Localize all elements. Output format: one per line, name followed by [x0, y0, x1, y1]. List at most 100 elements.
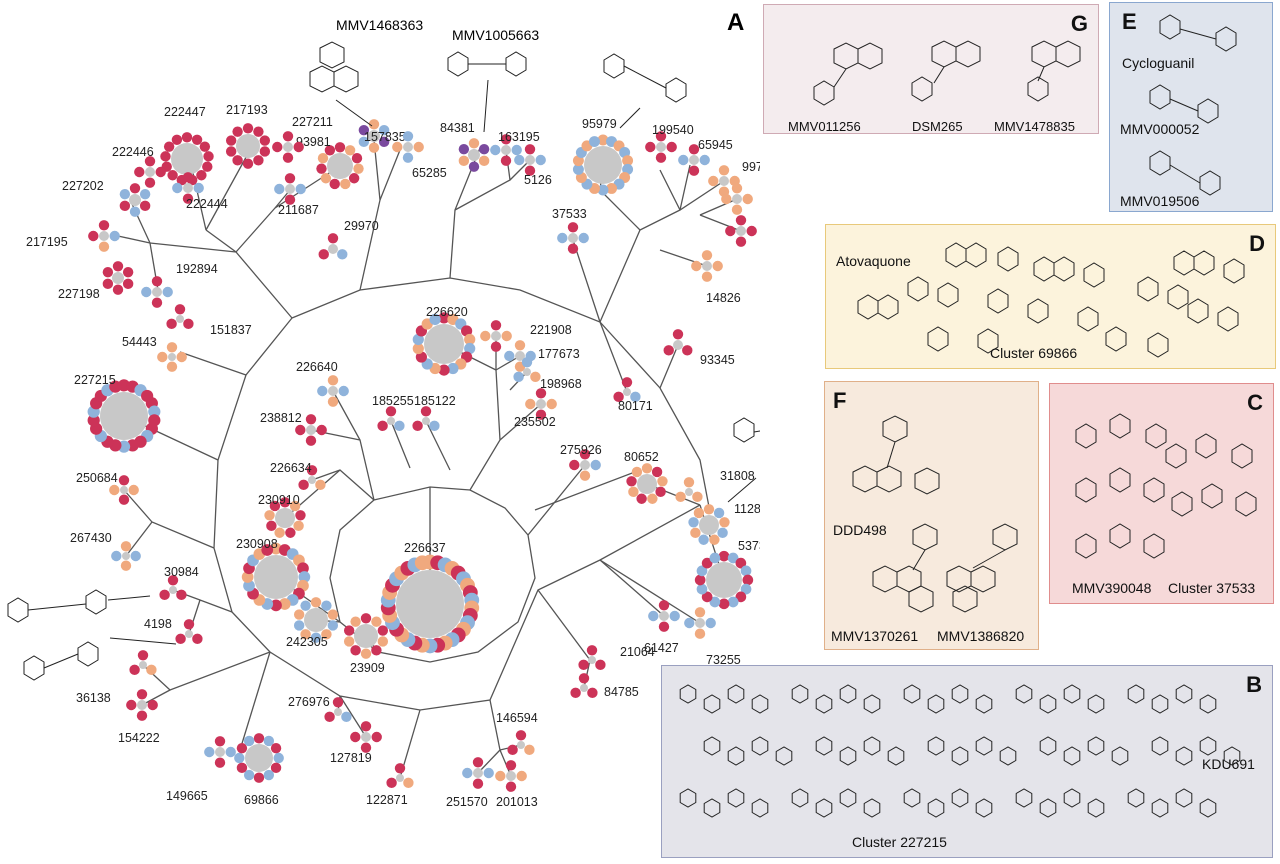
compound-dot	[360, 613, 372, 624]
ring-sketch	[1087, 694, 1105, 714]
cluster-node: 163195	[490, 130, 540, 166]
ring-sketch	[1087, 736, 1105, 756]
ring-sketch	[975, 736, 993, 756]
compound-dot	[386, 777, 397, 789]
compound-dot	[181, 132, 193, 143]
ring-sketch	[1151, 694, 1169, 714]
compound-dot	[159, 589, 170, 601]
ring-sketch	[791, 684, 809, 704]
compound-dot	[261, 544, 274, 556]
compound-dot	[572, 163, 584, 175]
cluster-hub	[99, 231, 109, 241]
cluster-id-label: 226634	[270, 461, 312, 475]
tree-branch	[659, 169, 681, 211]
compound-dot	[412, 333, 424, 346]
compound-dot	[348, 173, 360, 184]
compound-dot	[675, 491, 686, 503]
compound-dot	[167, 575, 179, 586]
compound-dot	[626, 476, 637, 487]
panel-letter-g: G	[1070, 11, 1088, 36]
compound-dot	[129, 664, 140, 676]
cluster-id-label: 230908	[236, 537, 278, 551]
compound-dot	[701, 271, 713, 282]
cluster-node: 230910	[258, 493, 306, 538]
ring-sketch	[903, 788, 921, 808]
compound-dot	[120, 541, 132, 552]
cluster-node: 54443	[122, 335, 187, 372]
cluster-id-label: 21064	[620, 645, 655, 659]
compound-dot	[719, 517, 730, 528]
compound-dot	[579, 470, 591, 481]
compound-dot	[377, 636, 389, 647]
cluster-hub	[501, 145, 511, 155]
compound-dot	[478, 143, 490, 155]
cluster-id-label: 230910	[258, 493, 300, 507]
compound-dot	[567, 222, 579, 233]
panel-g: G MMV011256 DSM265 MMV1478835	[763, 4, 1099, 134]
compound-dot	[669, 610, 680, 622]
cluster-hub	[183, 183, 193, 193]
ring-sketch	[751, 694, 769, 714]
molecule-sketch-112845	[727, 417, 760, 503]
cluster-id-label: 192894	[176, 262, 218, 276]
compound-dot	[350, 731, 361, 743]
compound-dot	[174, 304, 186, 315]
compound-dot	[324, 145, 336, 156]
compound-dot	[144, 177, 156, 188]
cluster-id-label: 251570	[446, 795, 488, 809]
compound-dot	[204, 746, 215, 758]
cluster-hub	[308, 476, 316, 484]
compound-dot	[329, 178, 340, 190]
compound-dot	[321, 600, 332, 611]
compound-label: DSM265	[912, 119, 963, 134]
compound-dot	[648, 610, 659, 622]
cluster-node: 217195	[26, 220, 120, 252]
compound-dot	[392, 141, 403, 153]
molecule-sketch-36138	[23, 637, 177, 681]
cluster-id-label: 163195	[498, 130, 540, 144]
compound-dot	[341, 711, 352, 723]
compound-dot	[578, 232, 589, 244]
cluster-hub	[517, 741, 525, 749]
compound-dot	[458, 143, 470, 155]
cluster-id-label: 151837	[210, 323, 252, 337]
ring-sketch	[1039, 798, 1057, 818]
compound-dot	[166, 342, 178, 353]
cluster-node: 21064	[578, 645, 655, 671]
cluster-hub	[732, 194, 742, 204]
compound-dot	[316, 163, 327, 174]
cluster-hub	[283, 142, 293, 152]
tree-branch	[390, 420, 411, 469]
cluster-id-label: 84785	[604, 685, 639, 699]
compound-dot	[468, 138, 480, 149]
cluster-node: 154222	[118, 689, 160, 745]
compound-dot	[270, 599, 282, 612]
compound-dot	[641, 463, 653, 474]
compound-dot	[118, 494, 130, 505]
ring-sketch	[1111, 746, 1129, 766]
cluster-hub	[473, 768, 483, 778]
cluster-node: 227215	[74, 373, 161, 453]
compound-dot	[472, 757, 484, 768]
cluster-node: 185255	[372, 394, 414, 432]
cluster-id-label: 69866	[244, 793, 279, 807]
tree-branch	[499, 403, 542, 441]
cluster-node: 211687	[274, 173, 319, 217]
cluster-id-label: 95979	[582, 117, 617, 131]
compound-dot	[645, 141, 656, 153]
ring-sketch	[815, 798, 833, 818]
ring-sketch	[1199, 798, 1217, 818]
cluster-node: 65285	[392, 131, 447, 180]
cluster-hub	[506, 771, 516, 781]
compound-dot	[182, 193, 194, 204]
cluster-id-label: 37533	[552, 207, 587, 221]
compound-dot	[447, 362, 459, 375]
compound-dot	[242, 158, 254, 169]
cluster-hub	[387, 417, 395, 425]
compound-dot	[327, 609, 339, 620]
cluster-id-label: 61427	[644, 641, 679, 655]
compound-label: Cycloguanil	[1122, 55, 1195, 71]
compound-dot	[368, 119, 380, 130]
compound-dot	[694, 574, 706, 586]
compound-dot	[253, 126, 264, 137]
